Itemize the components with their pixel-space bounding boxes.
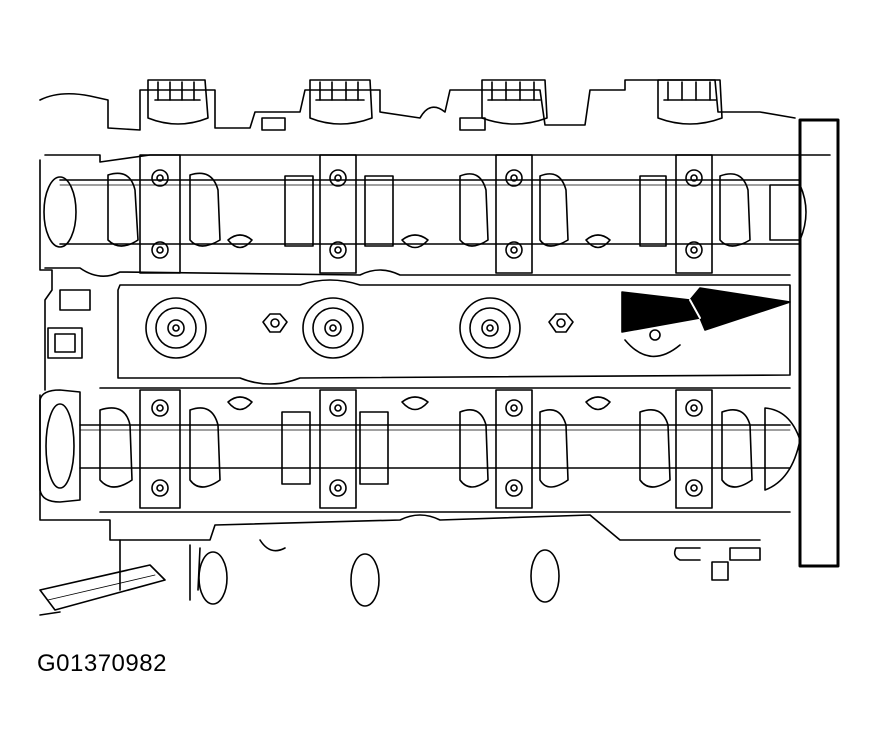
valve-springs <box>228 235 610 410</box>
coil-connector-1 <box>148 80 208 124</box>
center-spark-plug-section <box>118 280 790 384</box>
tool-bracket <box>40 565 165 615</box>
lower-cam-lobes <box>100 408 800 490</box>
upper-bearing-cap-bolts <box>152 170 702 258</box>
spark-plug-well-3 <box>460 298 520 358</box>
center-hex-bolts <box>263 314 573 332</box>
coil-connector-3 <box>482 80 547 124</box>
coil-connector-2 <box>310 80 372 124</box>
spark-plug-well-4 <box>625 330 680 356</box>
upper-cam-lobes <box>108 173 806 246</box>
spark-plug-well-1 <box>146 298 206 358</box>
lower-camshaft <box>40 390 800 502</box>
cylinder-head-outline <box>40 80 795 606</box>
lower-camshaft-housing <box>100 388 790 512</box>
lower-bearing-cap-bolts <box>152 400 702 496</box>
figure-id-label: G01370982 <box>37 650 167 677</box>
direction-arrow-icon <box>622 288 790 332</box>
timing-cover-plate <box>800 120 838 566</box>
upper-camshaft-housing <box>45 155 830 276</box>
upper-camshaft <box>44 173 806 247</box>
coil-connector-4 <box>658 80 722 124</box>
coil-connector-row <box>148 80 722 130</box>
cam-position-sensor <box>48 290 90 358</box>
spark-plug-well-2 <box>303 298 363 358</box>
